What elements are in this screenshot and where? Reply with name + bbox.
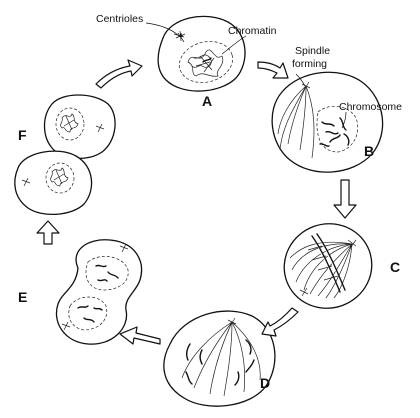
label-centrioles: Centrioles xyxy=(96,13,143,25)
stage-letter-f: F xyxy=(18,127,27,143)
stage-letter-a: A xyxy=(202,93,212,109)
label-spindle-line1: Spindle xyxy=(295,45,330,57)
label-chromatin: Chromatin xyxy=(228,25,277,37)
cell-d-anaphase xyxy=(163,310,276,407)
spindle-fibers-d xyxy=(181,321,261,397)
stage-letter-b: B xyxy=(364,143,374,159)
cell-b-prophase xyxy=(271,71,384,173)
arrow-e-to-f xyxy=(36,220,60,245)
arrow-b-to-c xyxy=(333,179,357,219)
label-chromosome: Chromosome xyxy=(339,101,402,113)
chromosomes-e xyxy=(77,264,119,323)
chromosome-leader xyxy=(341,111,347,129)
cell-c-metaphase xyxy=(283,223,373,309)
stage-letter-c: C xyxy=(390,259,400,275)
label-spindle-line2: forming xyxy=(292,58,327,70)
arrow-d-to-e xyxy=(119,326,161,345)
stage-letter-d: D xyxy=(260,375,270,391)
chromosomes-b xyxy=(319,117,350,147)
chromosomes-d xyxy=(185,339,255,386)
cell-a-interphase xyxy=(157,15,246,92)
centrioles-a xyxy=(173,30,186,43)
arrow-a-to-b xyxy=(257,61,289,79)
arrow-f-to-a xyxy=(95,59,143,89)
spindle-leader xyxy=(295,73,306,87)
stage-letter-e: E xyxy=(18,289,27,305)
cell-e-telophase xyxy=(55,239,143,345)
cell-f-daughter-cells xyxy=(14,94,116,216)
arrow-c-to-d xyxy=(261,307,299,337)
chromatin-tangle xyxy=(187,49,224,77)
centrioles-leader xyxy=(145,22,179,36)
metaphase-plate xyxy=(307,233,346,293)
chromatin-leader xyxy=(221,35,247,55)
